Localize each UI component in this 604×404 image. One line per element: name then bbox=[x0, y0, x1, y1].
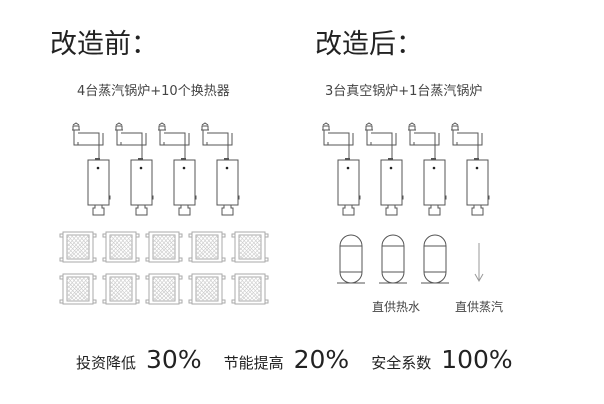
boiler-icon bbox=[322, 122, 361, 216]
after-title: 改造后： bbox=[315, 29, 423, 60]
water-tank-icon bbox=[379, 234, 407, 284]
heat-exchanger-icon bbox=[145, 231, 183, 263]
stats-row: 投资降低 30% 节能提高 20% 安全系数 100% bbox=[76, 345, 535, 374]
heat-exchanger-icon bbox=[102, 231, 140, 263]
before-title: 改造前： bbox=[50, 29, 158, 60]
stat-value: 30% bbox=[146, 345, 202, 374]
water-tank-icon bbox=[421, 234, 449, 284]
before-subtitle: 4台蒸汽锅炉+10个换热器 bbox=[77, 84, 230, 99]
boiler-icon bbox=[158, 122, 197, 216]
water-tank-icon bbox=[337, 234, 365, 284]
stat-label: 节能提高 bbox=[223, 354, 284, 372]
after-subtitle: 3台真空锅炉+1台蒸汽锅炉 bbox=[325, 84, 483, 99]
stat-value: 100% bbox=[441, 345, 513, 374]
arrow-down-icon bbox=[474, 243, 484, 283]
heat-exchanger-icon bbox=[188, 231, 226, 263]
heat-exchanger-icon bbox=[102, 273, 140, 305]
boiler-icon bbox=[115, 122, 154, 216]
stat-label: 投资降低 bbox=[76, 354, 137, 372]
heat-exchanger-icon bbox=[59, 273, 97, 305]
boiler-icon bbox=[408, 122, 447, 216]
boiler-icon bbox=[365, 122, 404, 216]
hot-water-label: 直供热水 bbox=[372, 300, 421, 314]
heat-exchanger-icon bbox=[188, 273, 226, 305]
stat-label: 安全系数 bbox=[371, 354, 432, 372]
boiler-icon bbox=[72, 122, 111, 216]
boiler-icon bbox=[451, 122, 490, 216]
steam-label: 直供蒸汽 bbox=[455, 300, 504, 314]
stat-value: 20% bbox=[293, 345, 350, 374]
heat-exchanger-icon bbox=[231, 273, 269, 305]
boiler-icon bbox=[201, 122, 240, 216]
heat-exchanger-icon bbox=[231, 231, 269, 263]
heat-exchanger-icon bbox=[59, 231, 97, 263]
heat-exchanger-icon bbox=[145, 273, 183, 305]
